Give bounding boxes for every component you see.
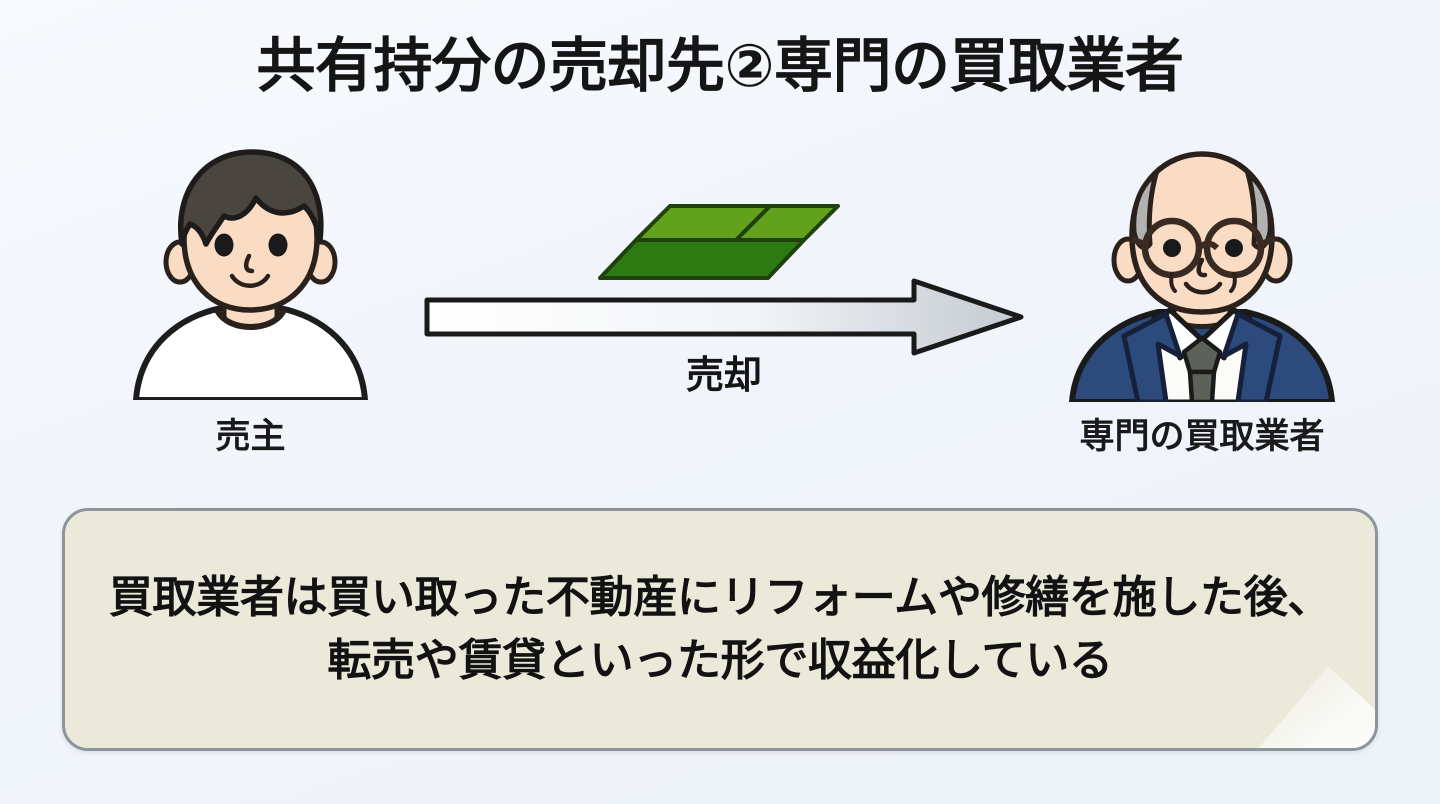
sale-flow-arrow	[424, 278, 1024, 356]
seller-avatar	[118, 140, 383, 403]
caption-line-2: 転売や賃貸といった形で収益化している	[327, 635, 1113, 685]
land-plots-illustration	[588, 192, 848, 284]
caption-box: 買取業者は買い取った不動産にリフォームや修繕を施した後、 転売や賃貸といった形で…	[62, 508, 1378, 751]
page-title: 共有持分の売却先②専門の買取業者	[256, 33, 1184, 99]
buyer-label: 専門の買取業者	[1079, 417, 1325, 456]
land-plots-icon	[598, 204, 840, 280]
elderly-businessman-avatar-icon	[1069, 151, 1335, 405]
buyer-avatar	[1062, 140, 1342, 405]
corner-watermark-icon	[1235, 666, 1375, 748]
right-arrow-icon	[424, 278, 1024, 356]
seller-label: 売主	[215, 417, 286, 456]
young-man-avatar-icon	[133, 149, 368, 403]
sale-flow-label: 売却	[685, 355, 762, 397]
caption-line-1: 買取業者は買い取った不動産にリフォームや修繕を施した後、	[108, 573, 1332, 623]
